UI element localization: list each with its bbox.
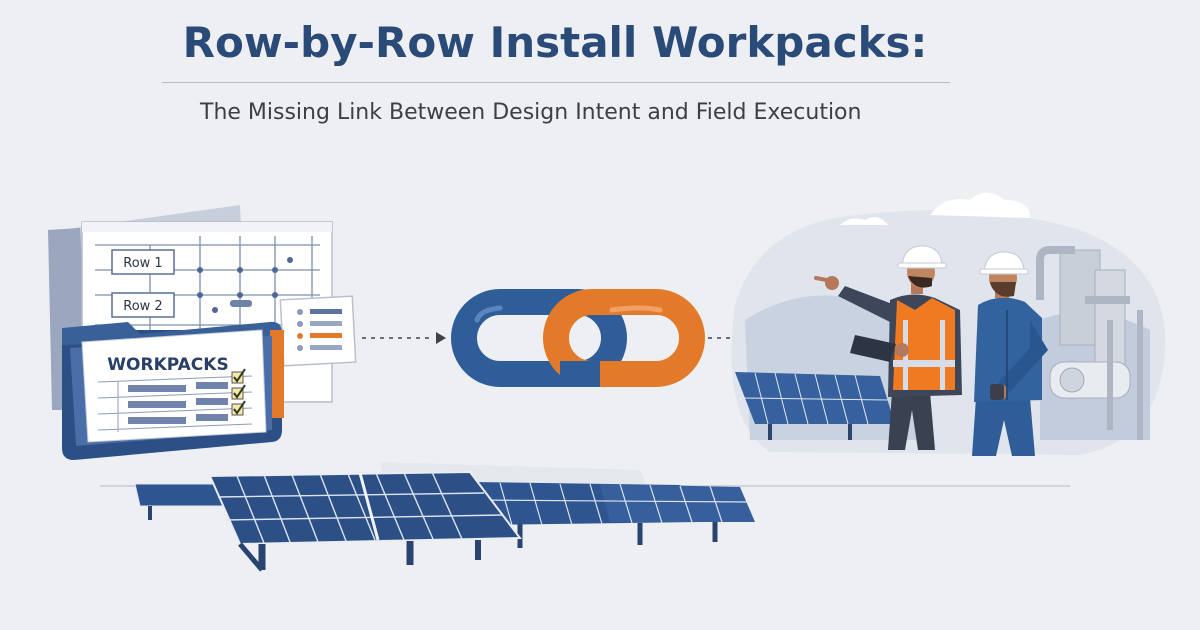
title-divider (162, 82, 950, 83)
row-2-box (111, 292, 175, 318)
tablet-icon (850, 335, 909, 362)
hard-hat-icon (897, 245, 947, 269)
chain-link-icon (451, 289, 705, 387)
page-subtitle: The Missing Link Between Design Intent a… (200, 100, 862, 125)
solar-panel-icon (134, 462, 755, 572)
row-1-label: Row 1 (123, 256, 162, 271)
hard-hat-icon (979, 251, 1029, 275)
checkbox-icon (231, 368, 246, 416)
worker-with-tablet (814, 245, 962, 450)
arrow-left-to-link (362, 332, 446, 344)
task-list-card (279, 295, 357, 367)
row-2-label: Row 2 (123, 299, 162, 314)
worker-in-coverall (972, 251, 1048, 456)
folder-label: WORKPACKS (107, 355, 228, 375)
row-1-box (111, 249, 175, 275)
folder-icon: WORKPACKS (62, 321, 284, 460)
page-title: Row-by-Row Install Workpacks: (182, 18, 928, 67)
industrial-plant-icon (1036, 246, 1143, 440)
